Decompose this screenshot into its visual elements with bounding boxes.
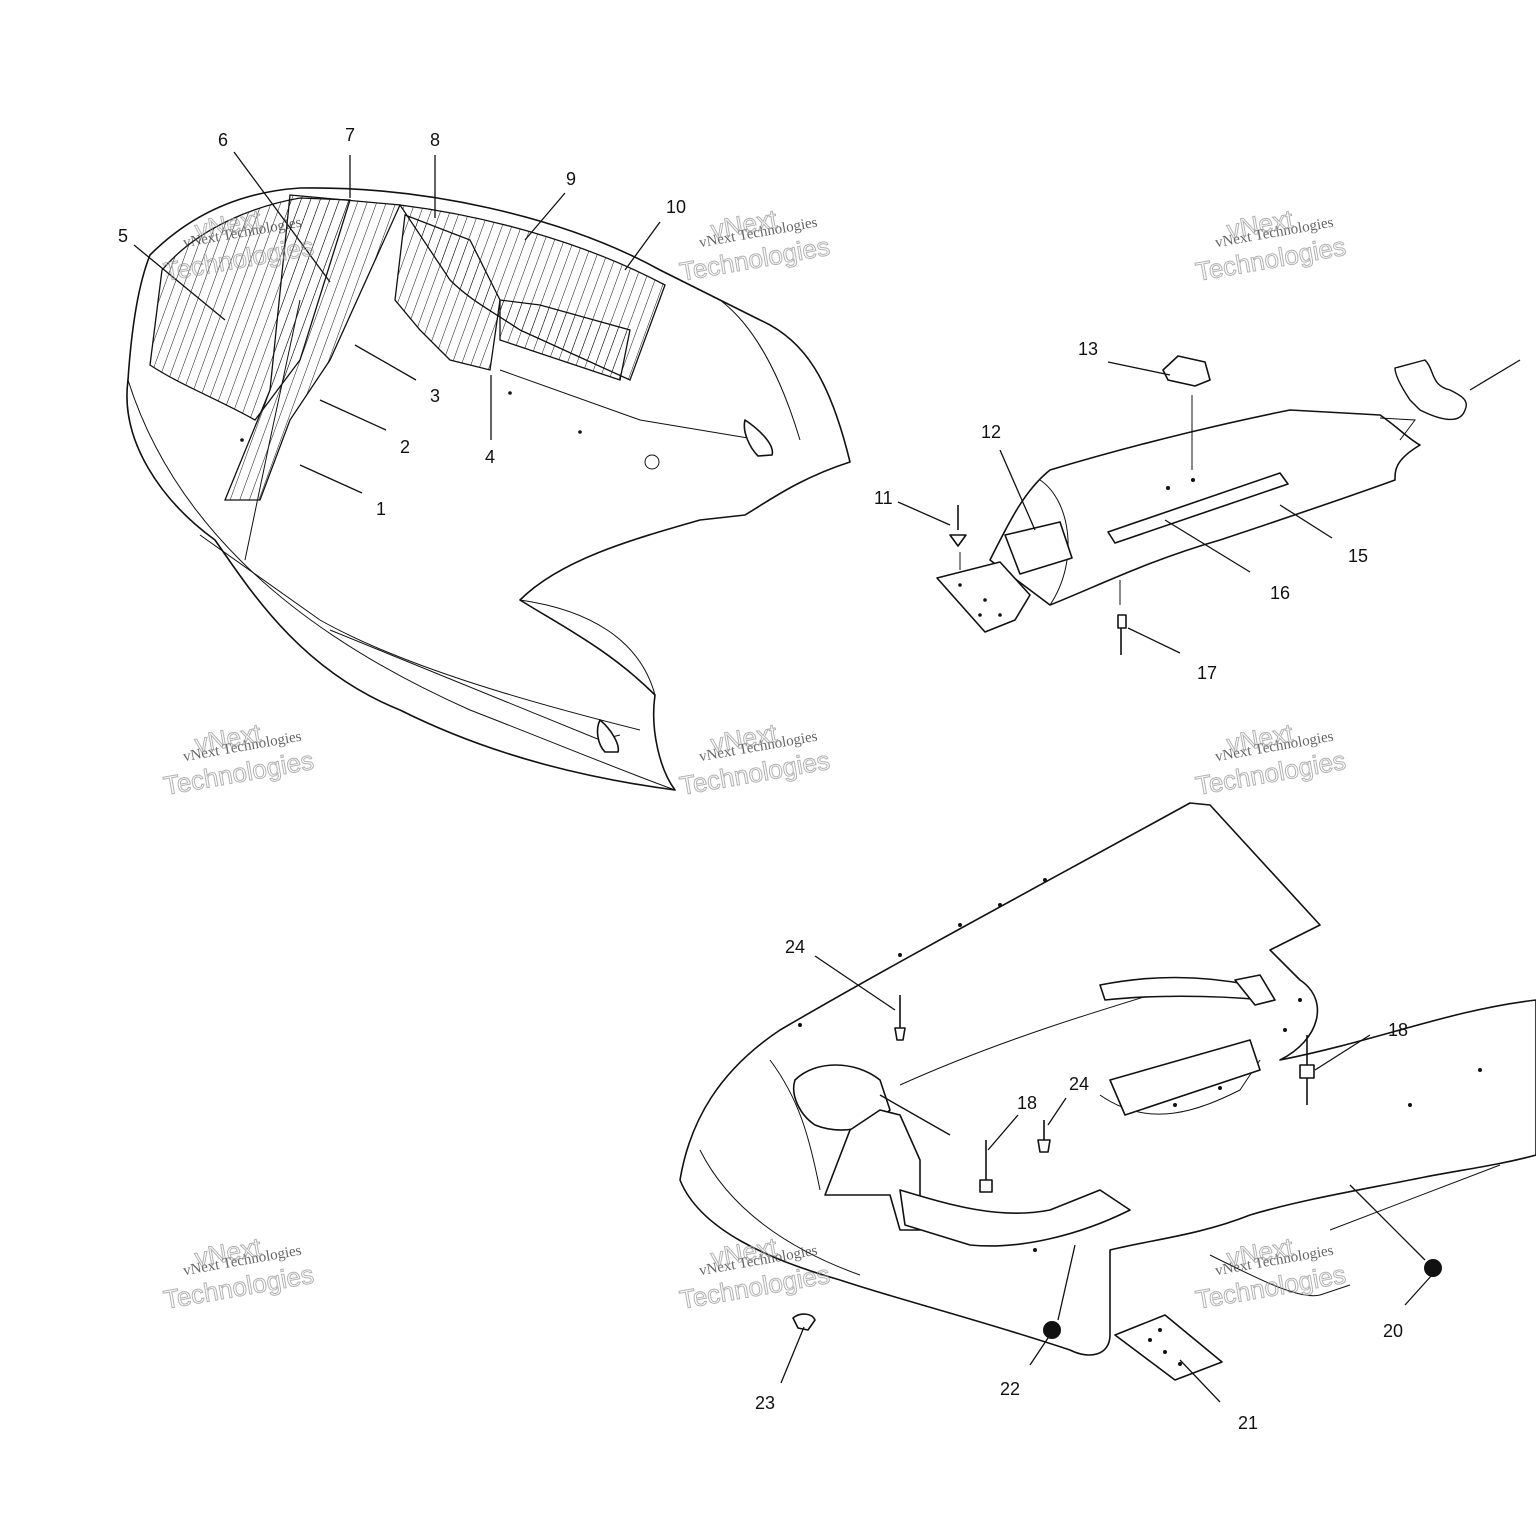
callout-24-center: 24: [1069, 1074, 1089, 1094]
callout-12: 12: [981, 422, 1001, 442]
callout-21: 21: [1238, 1413, 1258, 1433]
clip-13: [1162, 355, 1211, 387]
hood-assembly: [126, 187, 851, 791]
callout-11: 11: [874, 488, 893, 508]
grommet-22: [1043, 1321, 1061, 1339]
callout-16: 16: [1270, 583, 1290, 603]
cable-15: [1394, 359, 1467, 421]
callout-23: 23: [755, 1393, 775, 1413]
fastener-17: [1117, 614, 1127, 655]
watermark: vNext Technologies vNext Technologies: [161, 1231, 317, 1315]
fastener-18a: [979, 1140, 993, 1193]
watermark: vNext Technologies vNext Technologies: [677, 717, 833, 801]
belly-pan-assembly: [679, 802, 1536, 1381]
watermark: vNext Technologies vNext Technologies: [1193, 203, 1349, 287]
watermark: vNext Technologies vNext Technologies: [1193, 717, 1349, 801]
callout-9: 9: [566, 169, 576, 189]
callout-5: 5: [118, 226, 128, 246]
trim-strip: [1107, 472, 1289, 544]
callout-18-right: 18: [1388, 1020, 1408, 1040]
callout-3: 3: [430, 386, 440, 406]
callout-labels: 1 2 3 4 5 6 7 8 9 10 11 12 13 15 16 17 1…: [118, 125, 1408, 1433]
decal-panel-center: [394, 214, 501, 371]
callout-24-left: 24: [785, 937, 805, 957]
callout-20: 20: [1383, 1321, 1403, 1341]
callout-1: 1: [376, 499, 386, 519]
side-panel-assembly: [936, 355, 1467, 655]
watermark: vNext Technologies vNext Technologies: [677, 203, 833, 287]
callout-10: 10: [666, 197, 686, 217]
watermark: vNext Technologies vNext Technologies: [1193, 1231, 1349, 1315]
hinge-bracket: [936, 561, 1031, 633]
grommet-20: [1424, 1259, 1442, 1277]
callout-7: 7: [345, 125, 355, 145]
callout-13: 13: [1078, 339, 1098, 359]
skid-plate-21: [1114, 1314, 1223, 1381]
leader-lines: [133, 151, 1521, 1403]
callout-4: 4: [485, 447, 495, 467]
label-plate: [1004, 521, 1073, 575]
fastener-24a: [894, 995, 906, 1041]
callout-2: 2: [400, 437, 410, 457]
fastener-24b: [1037, 1120, 1051, 1153]
callout-8: 8: [430, 130, 440, 150]
callout-17: 17: [1197, 663, 1217, 683]
fastener-18b: [1299, 1035, 1315, 1105]
callout-15: 15: [1348, 546, 1368, 566]
push-rivet-23: [792, 1313, 816, 1331]
decal-panel-right: [499, 299, 631, 381]
callout-18-center: 18: [1017, 1093, 1037, 1113]
callout-22: 22: [1000, 1379, 1020, 1399]
fastener-11: [949, 505, 967, 547]
decal-stripe-center: [224, 194, 401, 501]
callout-6: 6: [218, 130, 228, 150]
watermark: vNext Technologies vNext Technologies: [161, 717, 317, 801]
